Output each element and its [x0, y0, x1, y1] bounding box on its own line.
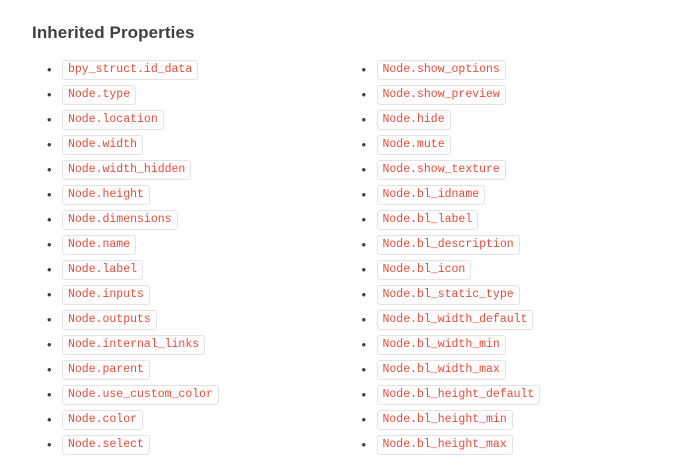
list-item: Node.bl_height_min [345, 407, 660, 432]
list-item: Node.use_custom_color [30, 382, 345, 407]
property-link[interactable]: Node.bl_height_min [376, 409, 513, 430]
list-item: Node.mute [345, 132, 660, 157]
property-link[interactable]: Node.bl_icon [376, 259, 472, 280]
property-link[interactable]: Node.bl_width_default [376, 309, 534, 330]
property-link[interactable]: Node.inputs [62, 284, 150, 305]
list-item: Node.select [30, 432, 345, 457]
list-item: Node.bl_description [345, 232, 660, 257]
property-link[interactable]: Node.type [62, 84, 137, 105]
list-item: Node.parent [30, 357, 345, 382]
list-item: Node.bl_height_max [345, 432, 660, 457]
property-link[interactable]: Node.show_preview [376, 84, 506, 105]
list-item: Node.bl_width_min [345, 332, 660, 357]
list-item: Node.show_preview [345, 82, 660, 107]
property-link[interactable]: Node.width [62, 134, 144, 155]
property-link[interactable]: Node.bl_width_max [376, 359, 506, 380]
list-item: Node.location [30, 107, 345, 132]
list-item: Node.name [30, 232, 345, 257]
property-link[interactable]: Node.location [62, 109, 164, 130]
property-link[interactable]: Node.bl_description [376, 234, 520, 255]
list-item: Node.width [30, 132, 345, 157]
list-item: Node.label [30, 257, 345, 282]
property-link[interactable]: Node.bl_height_default [376, 384, 541, 405]
list-item: bpy_struct.id_data [30, 57, 345, 82]
list-item: Node.internal_links [30, 332, 345, 357]
property-link[interactable]: Node.show_options [376, 59, 506, 80]
list-item: Node.height [30, 182, 345, 207]
property-link[interactable]: Node.bl_height_max [376, 434, 513, 455]
list-item: Node.inputs [30, 282, 345, 307]
property-link[interactable]: Node.name [62, 234, 137, 255]
property-link[interactable]: Node.use_custom_color [62, 384, 219, 405]
list-item: Node.bl_icon [345, 257, 660, 282]
property-link[interactable]: Node.mute [376, 134, 451, 155]
property-link[interactable]: Node.bl_label [376, 209, 479, 230]
property-list-right: Node.show_options Node.show_preview Node… [345, 57, 660, 457]
property-link[interactable]: Node.dimensions [62, 209, 178, 230]
property-link[interactable]: Node.height [62, 184, 150, 205]
property-list-left: bpy_struct.id_data Node.type Node.locati… [30, 57, 345, 457]
property-link[interactable]: Node.width_hidden [62, 159, 192, 180]
property-link[interactable]: Node.bl_width_min [376, 334, 506, 355]
property-link[interactable]: Node.hide [376, 109, 451, 130]
page-title: Inherited Properties [32, 23, 195, 42]
properties-column-left: bpy_struct.id_data Node.type Node.locati… [30, 57, 345, 457]
property-link[interactable]: Node.label [62, 259, 144, 280]
list-item: Node.outputs [30, 307, 345, 332]
list-item: Node.dimensions [30, 207, 345, 232]
property-link[interactable]: Node.outputs [62, 309, 157, 330]
property-link[interactable]: Node.color [62, 409, 144, 430]
property-link[interactable]: Node.select [62, 434, 150, 455]
property-link[interactable]: Node.bl_static_type [376, 284, 520, 305]
list-item: Node.show_options [345, 57, 660, 82]
list-item: Node.bl_idname [345, 182, 660, 207]
list-item: Node.bl_width_default [345, 307, 660, 332]
list-item: Node.hide [345, 107, 660, 132]
list-item: Node.type [30, 82, 345, 107]
property-link[interactable]: Node.parent [62, 359, 150, 380]
property-link[interactable]: bpy_struct.id_data [62, 59, 199, 80]
properties-column-right: Node.show_options Node.show_preview Node… [345, 57, 660, 457]
list-item: Node.bl_width_max [345, 357, 660, 382]
list-item: Node.bl_label [345, 207, 660, 232]
property-link[interactable]: Node.bl_idname [376, 184, 486, 205]
list-item: Node.show_texture [345, 157, 660, 182]
list-item: Node.color [30, 407, 345, 432]
inherited-properties-columns: bpy_struct.id_data Node.type Node.locati… [30, 57, 659, 457]
list-item: Node.width_hidden [30, 157, 345, 182]
list-item: Node.bl_height_default [345, 382, 660, 407]
list-item: Node.bl_static_type [345, 282, 660, 307]
property-link[interactable]: Node.show_texture [376, 159, 506, 180]
property-link[interactable]: Node.internal_links [62, 334, 206, 355]
